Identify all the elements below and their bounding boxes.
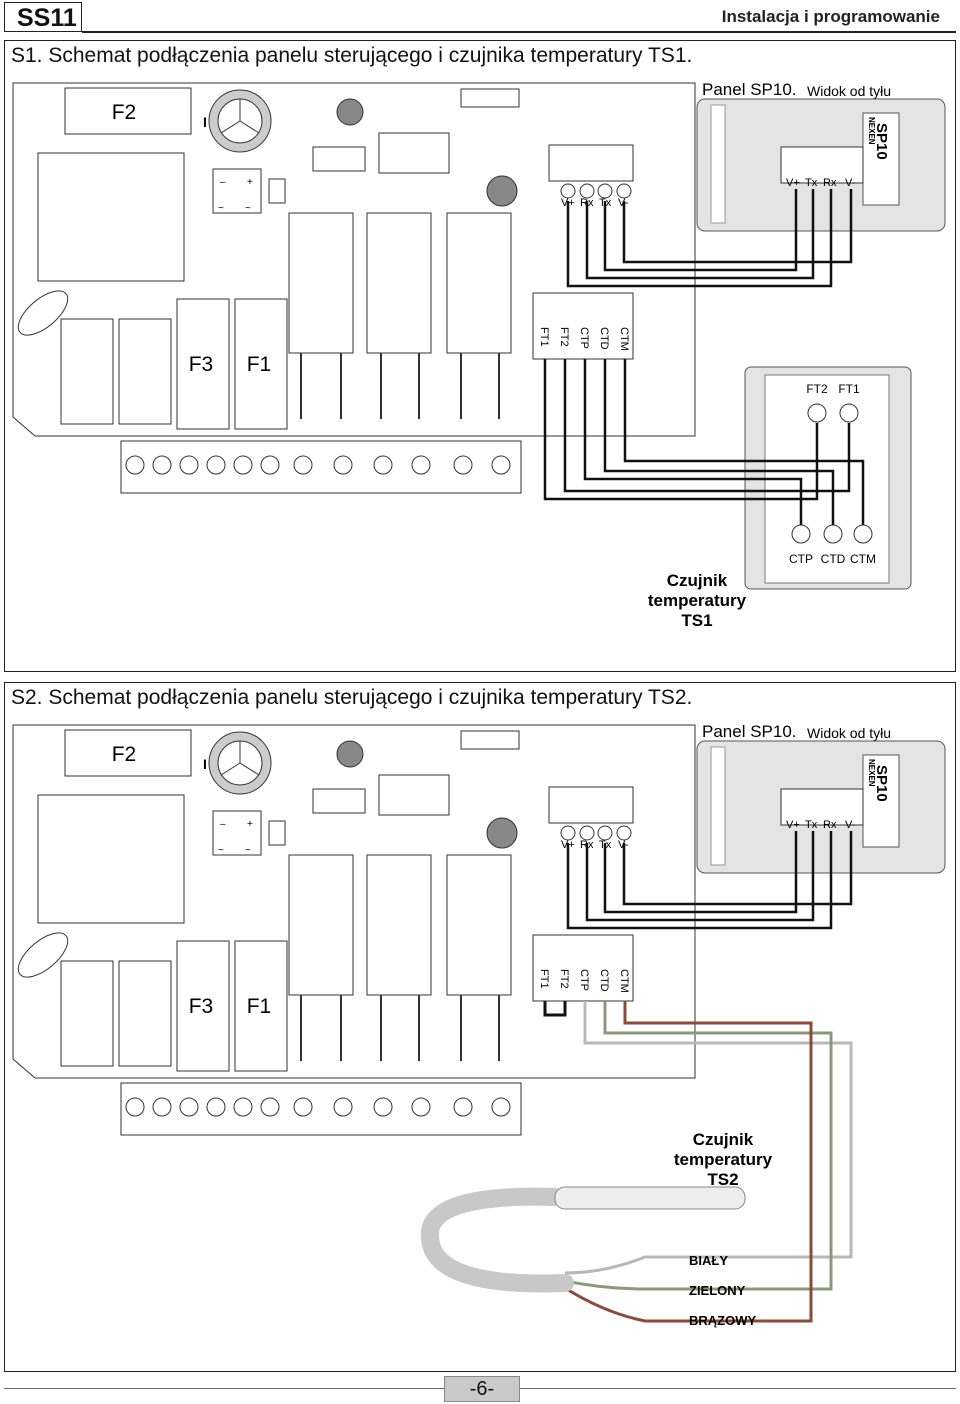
wire-white	[564, 1001, 853, 1275]
section-s2: S2. Schemat podłączenia panelu sterujące…	[4, 682, 956, 1372]
serial-wires	[566, 831, 853, 930]
ft-jumper	[543, 1001, 567, 1017]
board-ctp: CTP	[578, 327, 590, 349]
board-ft1: FT1	[538, 327, 550, 347]
svg-text:+: +	[247, 177, 253, 188]
page-number: -6-	[444, 1376, 520, 1402]
panel-subtitle: Widok od tyłu	[807, 725, 891, 741]
ts1-label-1: Czujnik	[667, 571, 728, 590]
relay-3	[446, 212, 512, 354]
box-ft2-label: FT2	[806, 382, 828, 396]
fuse-f1-holder	[234, 298, 288, 430]
board-ft2: FT2	[558, 327, 570, 347]
fuse-f2-label: F2	[112, 743, 137, 766]
panel-title: Panel SP10.	[702, 722, 797, 741]
sp10-brand: NEXEN	[867, 759, 876, 787]
section-s1: S1. Schemat podłączenia panelu sterujące…	[4, 40, 956, 672]
s2-diagram: F2 I – + ~ ~ F3 F1 V+ Rx Tx V-	[12, 722, 946, 1328]
svg-text:+: +	[247, 819, 253, 830]
serial-connector	[548, 144, 634, 182]
ts1-label-3: TS1	[681, 611, 712, 630]
panel-vminus: V-	[845, 177, 856, 189]
svg-text:~: ~	[245, 845, 251, 856]
fuse-f3-label: F3	[189, 995, 214, 1018]
panel-vplus: V+	[786, 819, 800, 831]
board-ctm: CTM	[618, 969, 630, 993]
relay-1	[288, 212, 354, 354]
board-ctd: CTD	[598, 327, 610, 350]
svg-text:–: –	[220, 177, 226, 188]
panel-vplus: V+	[786, 177, 800, 189]
fuse-f2-label: F2	[112, 101, 137, 124]
panel-rx: Rx	[823, 819, 837, 831]
box-ft1-label: FT1	[838, 382, 860, 396]
sp10-model: SP10	[873, 123, 890, 160]
panel-tx: Tx	[805, 819, 818, 831]
svg-text:I: I	[203, 756, 207, 772]
sp10-brand: NEXEN	[867, 117, 876, 145]
svg-text:~: ~	[245, 203, 251, 214]
board-ctp: CTP	[578, 969, 590, 991]
fuse-f3-holder	[176, 298, 230, 430]
wire-green	[564, 1001, 833, 1291]
document-code: SS11	[4, 2, 82, 32]
board-ft2: FT2	[558, 969, 570, 989]
box-ctd-label: CTD	[821, 552, 846, 566]
fuse-f1-label: F1	[247, 353, 272, 376]
sensor-cable	[420, 1187, 574, 1293]
header-title: Instalacja i programowanie	[721, 7, 940, 26]
panel-vminus: V-	[845, 819, 856, 831]
ts2-label-1: Czujnik	[693, 1130, 754, 1149]
header-rule	[82, 31, 956, 33]
ts2-label-2: temperatury	[674, 1150, 773, 1169]
mount-hole	[17, 290, 69, 336]
section-s1-title: S1. Schemat podłączenia panelu sterujące…	[11, 44, 693, 67]
ic-2	[378, 132, 450, 174]
panel-tx: Tx	[805, 177, 818, 189]
bridge-rectifier	[212, 168, 262, 214]
sensor-probe	[554, 1186, 746, 1210]
svg-text:I: I	[203, 114, 207, 130]
fuse-f3-label: F3	[189, 353, 214, 376]
board-ft1: FT1	[538, 969, 550, 989]
s1-diagram: F2 I – + ~ ~ F3 F1	[12, 80, 946, 630]
fuse-f2-box	[64, 87, 192, 135]
board-ctm: CTM	[618, 327, 630, 351]
box-ctm-label: CTM	[850, 552, 876, 566]
box-ctp-label: CTP	[789, 552, 813, 566]
relay-2	[366, 212, 432, 354]
wire-brown-label: BRĄZOWY	[689, 1313, 756, 1328]
sensor-connector	[532, 292, 634, 360]
ts1-label-2: temperatury	[648, 591, 747, 610]
wire-white-label: BIAŁY	[689, 1253, 728, 1268]
panel-title: Panel SP10.	[702, 80, 797, 99]
wire-brown	[564, 1001, 813, 1323]
fuse-f1-label: F1	[247, 995, 272, 1018]
panel-subtitle: Widok od tyłu	[807, 83, 891, 99]
sp10-model: SP10	[873, 765, 890, 802]
panel-rx: Rx	[823, 177, 837, 189]
section-s2-title: S2. Schemat podłączenia panelu sterujące…	[11, 686, 693, 709]
board-ctd: CTD	[598, 969, 610, 992]
svg-text:~: ~	[218, 203, 224, 214]
fuse-f2-box	[64, 729, 192, 777]
svg-text:–: –	[220, 819, 226, 830]
transformer-block	[37, 152, 185, 282]
ts2-label-3: TS2	[707, 1170, 738, 1189]
sensor-wires	[543, 359, 865, 525]
svg-text:~: ~	[218, 845, 224, 856]
panel-terminal-block	[780, 146, 864, 184]
wire-green-label: ZIELONY	[689, 1283, 746, 1298]
serial-wires	[566, 189, 853, 288]
ic-1	[312, 146, 366, 172]
